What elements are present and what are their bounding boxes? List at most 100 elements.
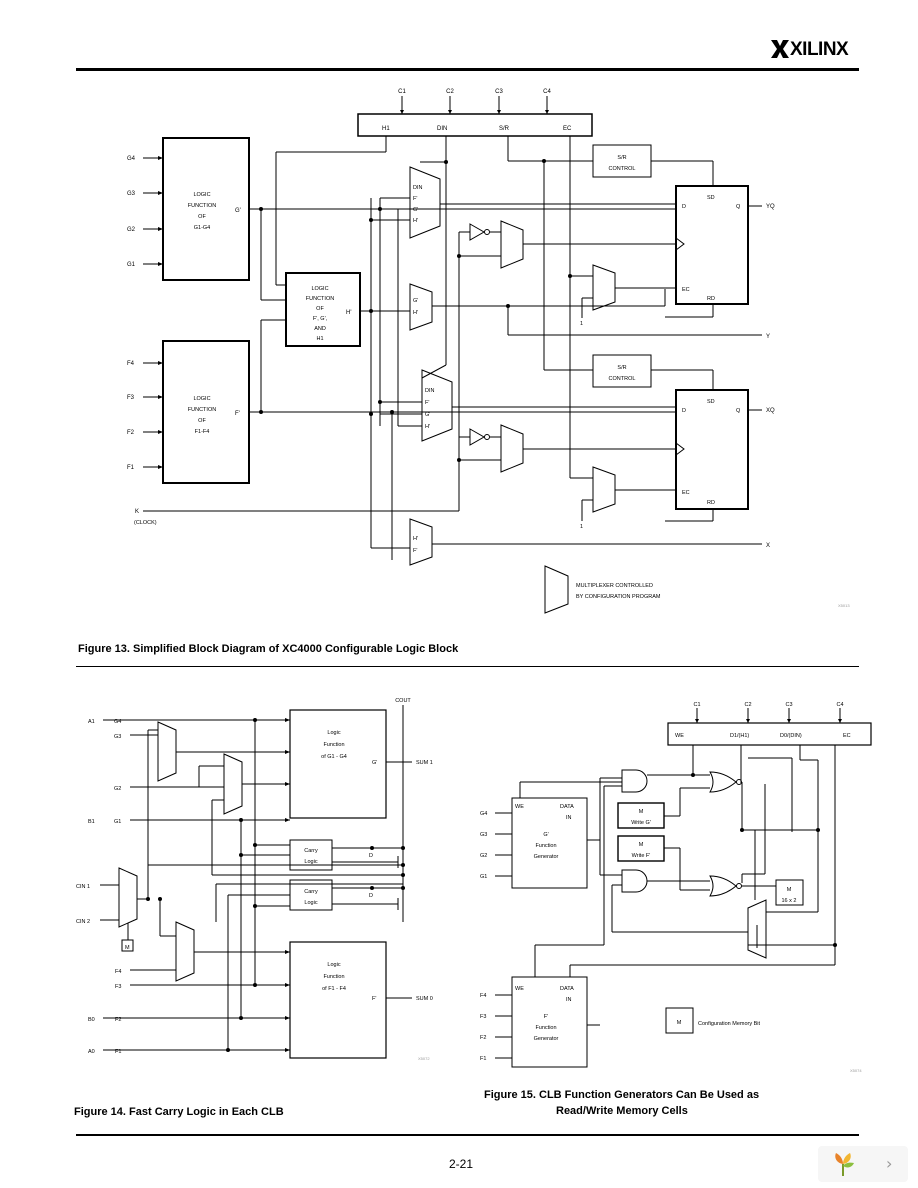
fig15-g2: G2: [480, 853, 487, 859]
figure-13-caption: Figure 13. Simplified Block Diagram of X…: [78, 643, 459, 655]
fig13-one-b: 1: [580, 524, 583, 530]
viewer-logo-icon: [835, 1153, 854, 1176]
fig15-f-we: WE: [515, 986, 524, 992]
fig13-ff1-ec: EC: [682, 287, 690, 293]
fig14-g-out: G': [372, 760, 377, 766]
fig15-fgen-l3: Generator: [534, 1036, 559, 1042]
fig13-k-note: (CLOCK): [134, 520, 157, 526]
fig14-fblock-l1: Logic: [327, 962, 340, 968]
fig13-ff2-rd: RD: [707, 500, 715, 506]
fig13-f4: F4: [127, 361, 135, 367]
fig14-gblock-l2: Function: [323, 742, 344, 748]
fig15-g-data: DATA: [560, 804, 574, 810]
fig13-code: X5013: [838, 603, 850, 608]
fig15-g1: G1: [480, 874, 487, 880]
fig14-sum1: SUM 1: [416, 760, 433, 766]
fig15-g4: G4: [480, 811, 487, 817]
fig15-f2: F2: [480, 1035, 486, 1041]
fig13-hblock-l3: OF: [316, 306, 324, 312]
fig13-legend-l1: MULTIPLEXER CONTROLLED: [576, 583, 653, 589]
fig13-f-out: F': [235, 411, 240, 417]
fig15-f1: F1: [480, 1056, 486, 1062]
fig13-hblock-l6: H1: [316, 336, 323, 342]
fig14-gblock-l1: Logic: [327, 730, 340, 736]
fig13-c2: C2: [446, 89, 454, 95]
fig14-g2: G2: [114, 786, 121, 792]
fig13-ff1-q: Q: [736, 204, 741, 210]
fig14-b1: B1: [88, 819, 95, 825]
fig15-c2: C2: [744, 702, 751, 708]
fig13-fblock-l4: F1-F4: [195, 429, 210, 435]
fig15-fgen-l2: Function: [535, 1025, 556, 1031]
fig13-hblock-l5: AND: [314, 326, 326, 332]
fig13-f2: F2: [127, 430, 135, 436]
fig13-bar-sr: S/R: [499, 126, 510, 132]
xilinx-logo: XILINX: [770, 38, 856, 62]
fig15-f4: F4: [480, 993, 486, 999]
fig15-g3: G3: [480, 832, 487, 838]
next-page-icon[interactable]: ›: [886, 1154, 893, 1173]
page-number: 2-21: [449, 1157, 474, 1171]
fig15-m16-label: 16 x 2: [782, 898, 797, 904]
fig15-bar-ec: EC: [843, 733, 851, 739]
fig13-legend-l2: BY CONFIGURATION PROGRAM: [576, 594, 661, 600]
fig15-legend-m: M: [677, 1020, 682, 1026]
fig15-fgen-l1: F': [544, 1014, 548, 1020]
fig13-src2-l2: CONTROL: [609, 376, 636, 382]
fig13-mux4-f: F': [413, 548, 417, 554]
fig15-wf-m: M: [639, 842, 644, 848]
fig13-h-out: H': [346, 310, 351, 316]
fig13-ff2-ec: EC: [682, 490, 690, 496]
fig13-bar-din: DIN: [437, 126, 447, 132]
brand-name: XILINX: [790, 39, 849, 60]
fig13-mux1-h: H': [413, 218, 418, 224]
fig15-wg-label: Write G': [631, 820, 651, 826]
fig13-ff2-sd: SD: [707, 399, 715, 405]
fig13-out-xq: XQ: [766, 408, 775, 414]
fig13-hblock-l1: LOGIC: [311, 286, 328, 292]
fig14-g1: G1: [114, 819, 121, 825]
fig13-ff1-d: D: [682, 204, 686, 210]
fig14-carry2-l2: Logic: [304, 900, 317, 906]
fig14-a0: A0: [88, 1049, 95, 1055]
fig13-gblock-l2: FUNCTION: [188, 203, 216, 209]
fig14-f2: F2: [115, 1017, 121, 1023]
fig14-carry1-l1: Carry: [304, 848, 318, 854]
fig14-carry2-l1: Carry: [304, 889, 318, 895]
fig15-f-in: IN: [566, 997, 572, 1003]
fig15-m16-m: M: [787, 887, 792, 893]
fig14-gblock-l3: of G1 - G4: [321, 754, 347, 760]
fig15-bar-d0: D0/(DIN): [780, 733, 802, 739]
fig14-b0: B0: [88, 1017, 95, 1023]
fig15-wf-label: Write F': [632, 853, 651, 859]
fig15-bar-we: WE: [675, 733, 684, 739]
fig13-gblock-l4: G1-G4: [194, 225, 211, 231]
fig14-sum0: SUM 0: [416, 996, 433, 1002]
fig13-fblock-l2: FUNCTION: [188, 407, 216, 413]
fig13-one-a: 1: [580, 321, 583, 327]
fig15-g-in: IN: [566, 815, 572, 821]
fig13-mux3-g: G': [425, 412, 430, 418]
fig13-c1: C1: [398, 89, 406, 95]
fig14-fblock-l3: of F1 - F4: [322, 986, 346, 992]
fig15-ggen-l3: Generator: [534, 854, 559, 860]
fig15-wg-m: M: [639, 809, 644, 815]
fig14-cin2: CIN 2: [76, 919, 90, 925]
fig15-code: X5074: [850, 1068, 862, 1073]
header-rule: [76, 68, 859, 71]
fig14-code: X5072: [418, 1056, 430, 1061]
fig13-ff1-sd: SD: [707, 195, 715, 201]
fig13-ff2-q: Q: [736, 408, 741, 414]
fig13-g4: G4: [127, 156, 136, 162]
fig15-ggen-l2: Function: [535, 843, 556, 849]
fig13-gblock-l1: LOGIC: [193, 192, 210, 198]
xilinx-logo-icon: [771, 40, 789, 58]
fig14-a1: A1: [88, 719, 95, 725]
fig14-d1: D: [369, 853, 373, 859]
fig13-mux1-f: F': [413, 196, 417, 202]
fig14-f3: F3: [115, 984, 121, 990]
fig13-mux1-din: DIN: [413, 185, 423, 191]
fig13-mux4-h: H': [413, 536, 418, 542]
fig13-ff1-rd: RD: [707, 296, 715, 302]
